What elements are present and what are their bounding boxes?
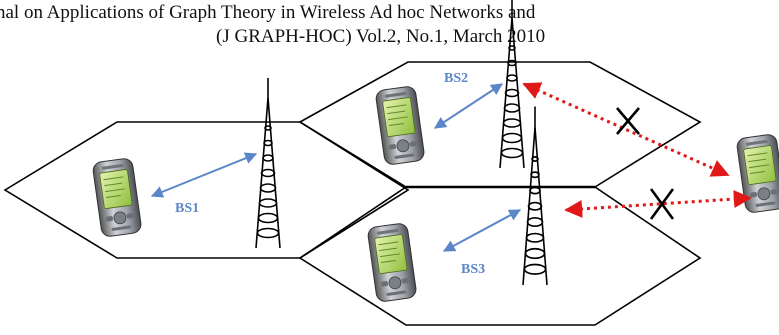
cell-bs1-hexagon: [3, 121, 410, 259]
link-bs1: [150, 152, 258, 198]
link-bs3: [442, 209, 522, 252]
x-mark-icon: [649, 188, 675, 220]
broken-link-bs2: [522, 82, 730, 177]
tower-bs3-icon: [522, 105, 548, 286]
cell-hexagons: [3, 61, 702, 326]
device-bs1-icon: [91, 157, 143, 238]
device-bs2-icon: [374, 85, 426, 166]
device-roaming-icon: [735, 133, 779, 214]
device-bs3-icon: [366, 222, 418, 303]
tower-bs1-icon: [255, 77, 281, 249]
label-bs2: BS2: [444, 71, 468, 86]
cell-bs3-hexagon: [298, 186, 702, 326]
x-mark-icon: [616, 107, 640, 135]
header-title-line2: (J GRAPH-HOC) Vol.2, No.1, March 2010: [216, 26, 546, 47]
cell-bs2-hexagon: [298, 61, 702, 188]
label-bs1: BS1: [175, 201, 199, 216]
broken-link-bs3: [564, 190, 752, 218]
link-bs2: [433, 83, 504, 129]
tower-bs2-icon: [499, 0, 525, 169]
header-title-line1: nal on Applications of Graph Theory in W…: [0, 2, 536, 23]
label-bs3: BS3: [461, 262, 485, 277]
